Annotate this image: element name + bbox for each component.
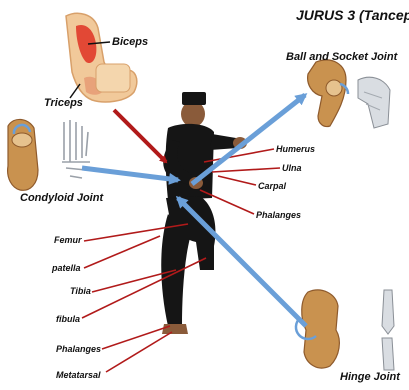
- triceps-label: Triceps: [44, 98, 83, 109]
- fibula-label: fibula: [56, 315, 80, 324]
- phalanges-foot-label: Phalanges: [56, 345, 101, 354]
- metatarsal-label: Metatarsal: [56, 371, 101, 380]
- carpal-pointer: [218, 176, 256, 185]
- triceps-to-arm-arrow: [114, 110, 166, 162]
- patella-label: patella: [52, 264, 81, 273]
- patella-pointer: [84, 236, 160, 268]
- biceps-label: Biceps: [112, 37, 148, 48]
- carpal-label: Carpal: [258, 182, 286, 191]
- femur-label: Femur: [54, 236, 82, 245]
- knee-joint-illustration: [296, 290, 394, 370]
- ulna-label: Ulna: [282, 164, 302, 173]
- phalanges-hand-label: Phalanges: [256, 211, 301, 220]
- ball-socket-joint-label: Ball and Socket Joint: [286, 52, 397, 63]
- condyloid-joint-label: Condyloid Joint: [20, 193, 103, 204]
- fibula-pointer: [82, 258, 206, 318]
- hinge-joint-label: Hinge Joint: [340, 372, 400, 383]
- humerus-pointer: [204, 149, 274, 162]
- silat-fighter-figure: [161, 92, 247, 334]
- triceps-pointer: [70, 84, 80, 98]
- ulna-pointer: [212, 168, 280, 172]
- diagram-title: JURUS 3 (Tancep): [296, 8, 409, 22]
- shoulder-joint-illustration: [308, 60, 390, 128]
- tibia-label: Tibia: [70, 287, 91, 296]
- metatarsal-pointer: [106, 332, 172, 372]
- humerus-label: Humerus: [276, 145, 315, 154]
- wrist-joint-illustration: [8, 119, 90, 190]
- phalanges-foot-pointer: [102, 326, 170, 349]
- wrist-joint-arrow: [82, 168, 178, 180]
